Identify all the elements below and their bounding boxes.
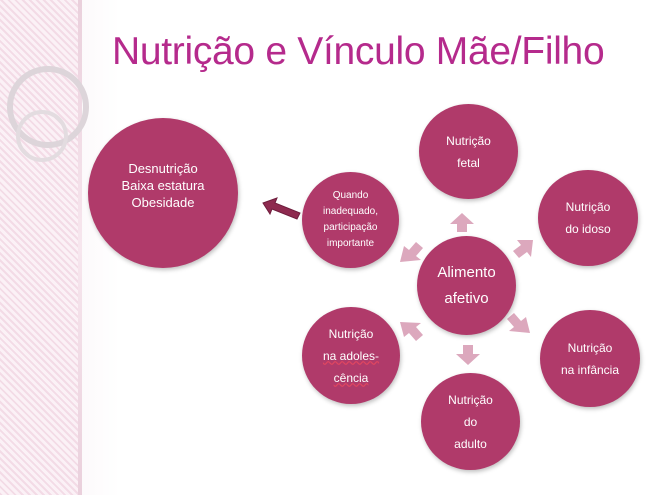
arrow-to-outcome — [262, 197, 301, 220]
center-node: Alimento afetivo — [417, 236, 516, 335]
node-inadequado: Quando inadequado, participação importan… — [302, 172, 399, 268]
slide-title: Nutrição e Vínculo Mãe/Filho — [112, 30, 605, 73]
arrow-upper-left — [400, 242, 423, 262]
node-inadequado-line-3: participação — [323, 222, 378, 233]
node-adolescencia: Nutrição na adoles- cência — [302, 307, 400, 404]
outcome-node: Desnutrição Baixa estatura Obesidade — [88, 118, 238, 268]
node-fetal-line-2: fetal — [457, 155, 480, 170]
node-idoso-line-1: Nutrição — [565, 200, 611, 214]
ring-large — [7, 66, 89, 148]
node-adolescencia-line-3: cência — [333, 370, 369, 385]
outcome-line-2: Baixa estatura — [121, 178, 205, 193]
node-adolescencia-line-1: Nutrição — [328, 326, 374, 341]
node-infancia-line-2: na infância — [560, 362, 620, 377]
arrow-down — [456, 345, 480, 365]
arrow-upper-right — [513, 240, 533, 258]
node-inadequado-line-4: importante — [326, 238, 375, 249]
node-adolescencia-line-2: na adoles- — [322, 348, 380, 363]
arrow-up — [450, 213, 474, 232]
outcome-line-1: Desnutrição — [128, 161, 198, 176]
center-line-1: Alimento — [437, 263, 496, 281]
node-inadequado-line-2: inadequado, — [322, 206, 379, 217]
outcome-line-3: Obesidade — [131, 195, 195, 210]
node-infancia-line-1: Nutrição — [567, 340, 613, 355]
node-fetal-line-1: Nutrição — [446, 133, 491, 148]
node-inadequado-line-1: Quando — [332, 190, 369, 201]
ring-small — [16, 110, 68, 162]
node-adulto-line-2: do — [463, 414, 478, 429]
node-adulto-line-3: adulto — [454, 436, 487, 451]
node-fetal: Nutrição fetal — [419, 104, 518, 199]
stripe-edge — [78, 0, 82, 495]
decorative-stripe — [0, 0, 80, 495]
arrow-lower-left — [400, 322, 423, 341]
node-idoso: Nutrição do idoso — [538, 170, 638, 266]
node-adulto: Nutrição do adulto — [421, 373, 520, 470]
node-infancia: Nutrição na infância — [540, 310, 640, 407]
arrow-lower-right — [507, 313, 530, 333]
node-idoso-line-2: do idoso — [565, 222, 611, 236]
center-line-2: afetivo — [444, 289, 489, 307]
node-adulto-line-1: Nutrição — [448, 392, 493, 407]
